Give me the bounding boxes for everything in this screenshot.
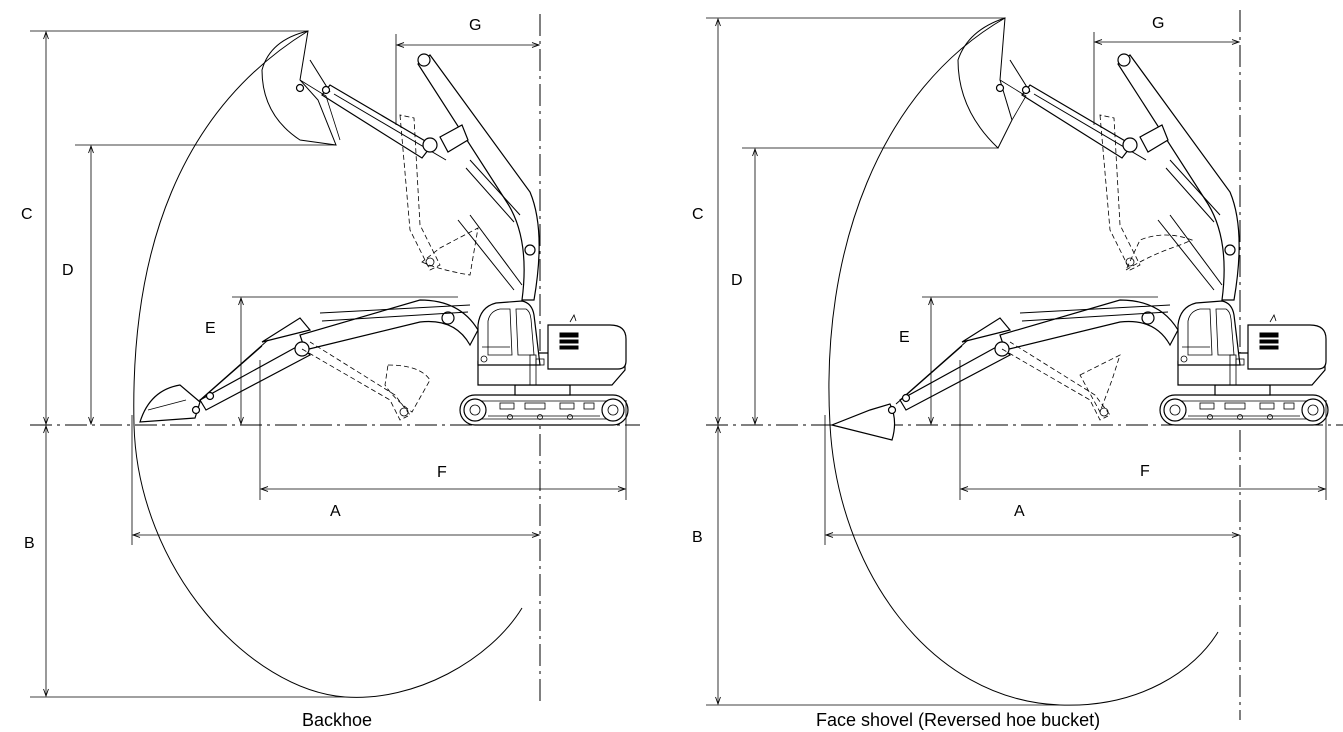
raised-front-attachment bbox=[261, 30, 540, 301]
caption-face-shovel: Face shovel (Reversed hoe bucket) bbox=[816, 710, 1100, 730]
dim-label-g-shovel: G bbox=[1152, 15, 1164, 32]
excavator-machine bbox=[459, 300, 629, 426]
dim-label-c: C bbox=[21, 206, 33, 223]
dim-label-e-shovel: E bbox=[899, 329, 910, 346]
dimension-lines-shovel bbox=[706, 17, 1327, 706]
lowered-front-attachment bbox=[139, 299, 479, 423]
caption-backhoe: Backhoe bbox=[302, 710, 372, 730]
excavator-machine-shovel bbox=[1159, 300, 1329, 426]
hidden-arm-position-shovel bbox=[1099, 114, 1194, 272]
dim-label-c-shovel: C bbox=[692, 206, 704, 223]
hidden-arm-position bbox=[399, 114, 479, 276]
dim-label-a: A bbox=[330, 503, 341, 520]
dim-label-g: G bbox=[469, 17, 481, 34]
working-range-envelope bbox=[133, 30, 523, 698]
working-range-envelope-shovel bbox=[828, 17, 1219, 706]
face-shovel-diagram: C D E B F A G Face shovel (Reversed hoe … bbox=[692, 10, 1343, 730]
dim-label-e: E bbox=[205, 320, 216, 337]
dim-label-f-shovel: F bbox=[1140, 463, 1150, 480]
dim-label-a-shovel: A bbox=[1014, 503, 1025, 520]
dim-label-d: D bbox=[62, 262, 74, 279]
dim-label-f: F bbox=[437, 464, 447, 481]
lowered-front-attachment-shovel bbox=[830, 299, 1179, 441]
dim-label-b-shovel: B bbox=[692, 529, 703, 546]
dimension-lines bbox=[30, 30, 627, 698]
dim-label-b: B bbox=[24, 535, 35, 552]
raised-front-attachment-shovel bbox=[957, 17, 1240, 301]
backhoe-diagram: C D E B F A G Backhoe bbox=[21, 14, 640, 730]
dim-label-d-shovel: D bbox=[731, 272, 743, 289]
